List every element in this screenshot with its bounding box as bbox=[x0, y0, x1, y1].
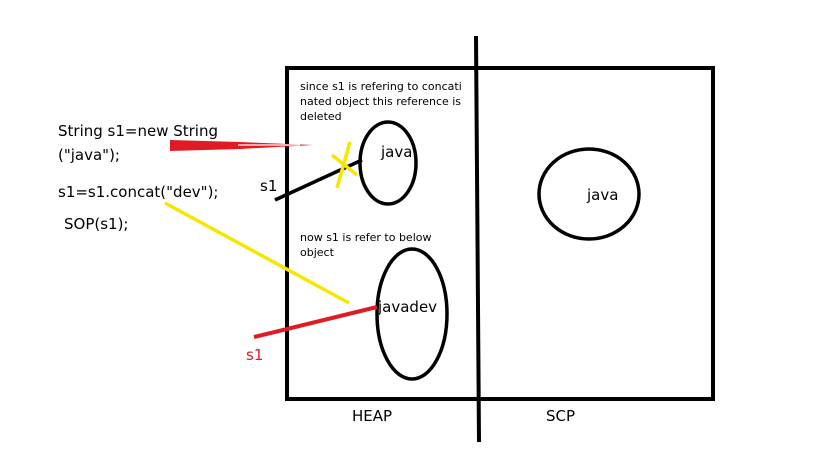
note-top-line-3: deleted bbox=[300, 110, 342, 123]
code-line-1b: ("java"); bbox=[58, 146, 120, 164]
memory-box bbox=[285, 66, 715, 401]
cross-mark-stroke-2 bbox=[335, 141, 352, 189]
scp-java-object bbox=[537, 147, 641, 241]
code-line-3: SOP(s1); bbox=[64, 215, 129, 233]
note-top-line-1: since s1 is refering to concati bbox=[300, 80, 462, 93]
heap-label: HEAP bbox=[352, 407, 392, 425]
heap-javadev-object bbox=[375, 247, 449, 381]
s1-black-label: s1 bbox=[260, 177, 277, 195]
note-mid-line-1: now s1 is refer to below bbox=[300, 231, 431, 244]
note-mid-line-2: object bbox=[300, 246, 335, 259]
heap-java-label: java bbox=[380, 143, 412, 161]
code-line-2: s1=s1.concat("dev"); bbox=[58, 183, 219, 201]
s1-new-reference-line bbox=[253, 305, 378, 339]
heap-java-object bbox=[358, 120, 418, 206]
concat-pointer-line bbox=[164, 201, 350, 305]
note-top-line-2: nated object this reference is bbox=[300, 95, 461, 108]
heap-javadev-label: javadev bbox=[377, 298, 437, 316]
scp-label: SCP bbox=[546, 407, 575, 425]
scp-java-label: java bbox=[586, 186, 618, 204]
code-line-1a: String s1=new String bbox=[58, 122, 218, 140]
heap-scp-divider bbox=[474, 35, 481, 443]
s1-red-label: s1 bbox=[246, 346, 263, 364]
